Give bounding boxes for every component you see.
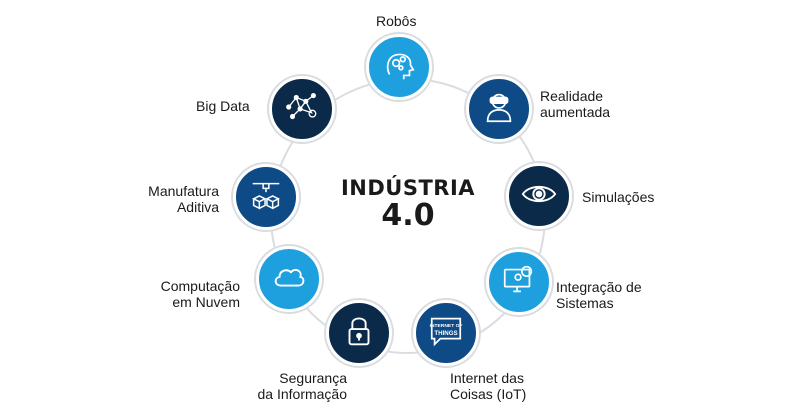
label-simulacoes: Simulações bbox=[582, 189, 655, 205]
center-title: INDÚSTRIA 4.0 bbox=[320, 176, 496, 232]
center-title-line2: 4.0 bbox=[381, 198, 435, 233]
eye-icon bbox=[520, 175, 558, 218]
node-realidade-aumentada bbox=[466, 76, 532, 142]
node-seguranca-da-informacao bbox=[326, 300, 392, 366]
label-internet-das-coisas: Internet das Coisas (IoT) bbox=[450, 370, 527, 402]
vr-headset-person-icon bbox=[480, 88, 518, 131]
3d-printer-icon bbox=[247, 176, 285, 219]
network-nodes-icon bbox=[283, 88, 321, 131]
node-robos bbox=[366, 34, 432, 100]
robot-head-gears-icon bbox=[380, 46, 418, 89]
node-manufatura-aditiva bbox=[233, 164, 299, 230]
label-realidade-aumentada: Realidade aumentada bbox=[540, 88, 611, 120]
internet-of-things-sign-icon: INTERNET OF THINGS bbox=[427, 312, 465, 355]
node-big-data bbox=[269, 76, 335, 142]
padlock-icon bbox=[340, 312, 378, 355]
node-computacao-em-nuvem bbox=[256, 246, 322, 312]
node-simulacoes bbox=[506, 163, 572, 229]
label-manufatura-aditiva: Manufatura Aditiva bbox=[148, 183, 219, 215]
node-integracao-de-sistemas bbox=[486, 249, 552, 315]
cloud-icon bbox=[270, 258, 308, 301]
monitor-gears-icon bbox=[500, 261, 538, 304]
svg-text:THINGS: THINGS bbox=[434, 329, 457, 336]
label-seguranca-da-informacao: Segurança da Informação bbox=[257, 370, 348, 402]
label-computacao-em-nuvem: Computação em Nuvem bbox=[160, 278, 240, 310]
center-title-line1: INDÚSTRIA bbox=[340, 176, 476, 200]
label-robos: Robôs bbox=[376, 13, 417, 29]
svg-text:INTERNET OF: INTERNET OF bbox=[430, 323, 463, 329]
label-integracao-de-sistemas: Integração de Sistemas bbox=[556, 279, 642, 311]
node-internet-das-coisas: INTERNET OF THINGS bbox=[413, 300, 479, 366]
label-big-data: Big Data bbox=[196, 98, 250, 114]
